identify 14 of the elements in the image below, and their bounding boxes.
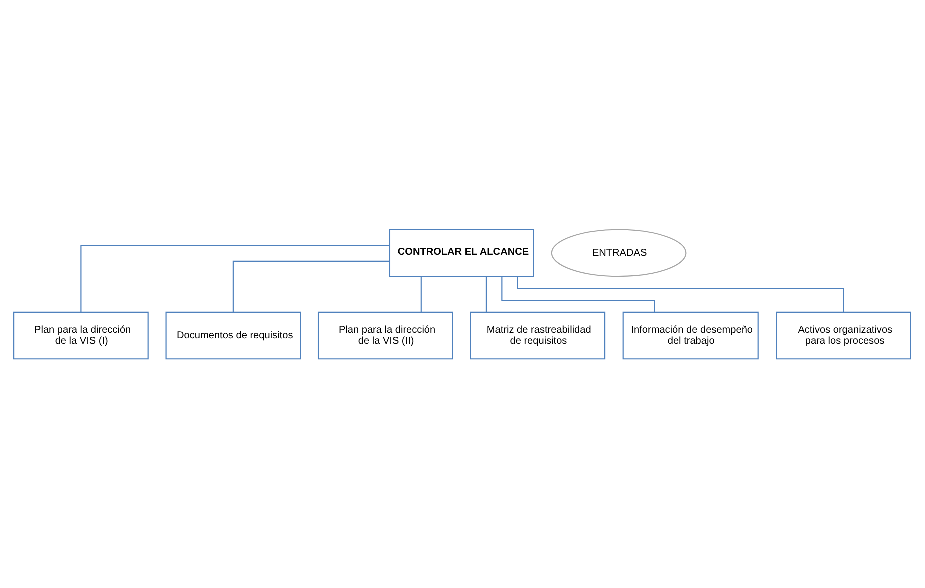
node-box: Documentos de requisitos [166,311,302,360]
connector [502,276,656,312]
connector [486,276,487,312]
node-box: Activos organizativos para los procesos [776,311,912,360]
node-box: Plan para la dirección de la VIS (I) [14,311,149,360]
node-box: CONTROLAR EL ALCANCE [389,228,534,277]
connector [80,244,390,312]
node-box: Matriz de rastreabilidad de requisitos [470,311,606,360]
connector [420,276,422,312]
connector [232,260,390,312]
connector [517,276,844,312]
node-box: Plan para la dirección de la VIS (II) [318,311,454,360]
node-ellipse: ENTRADAS [551,228,687,277]
node-box: Información de desempeño del trabajo [622,311,759,360]
